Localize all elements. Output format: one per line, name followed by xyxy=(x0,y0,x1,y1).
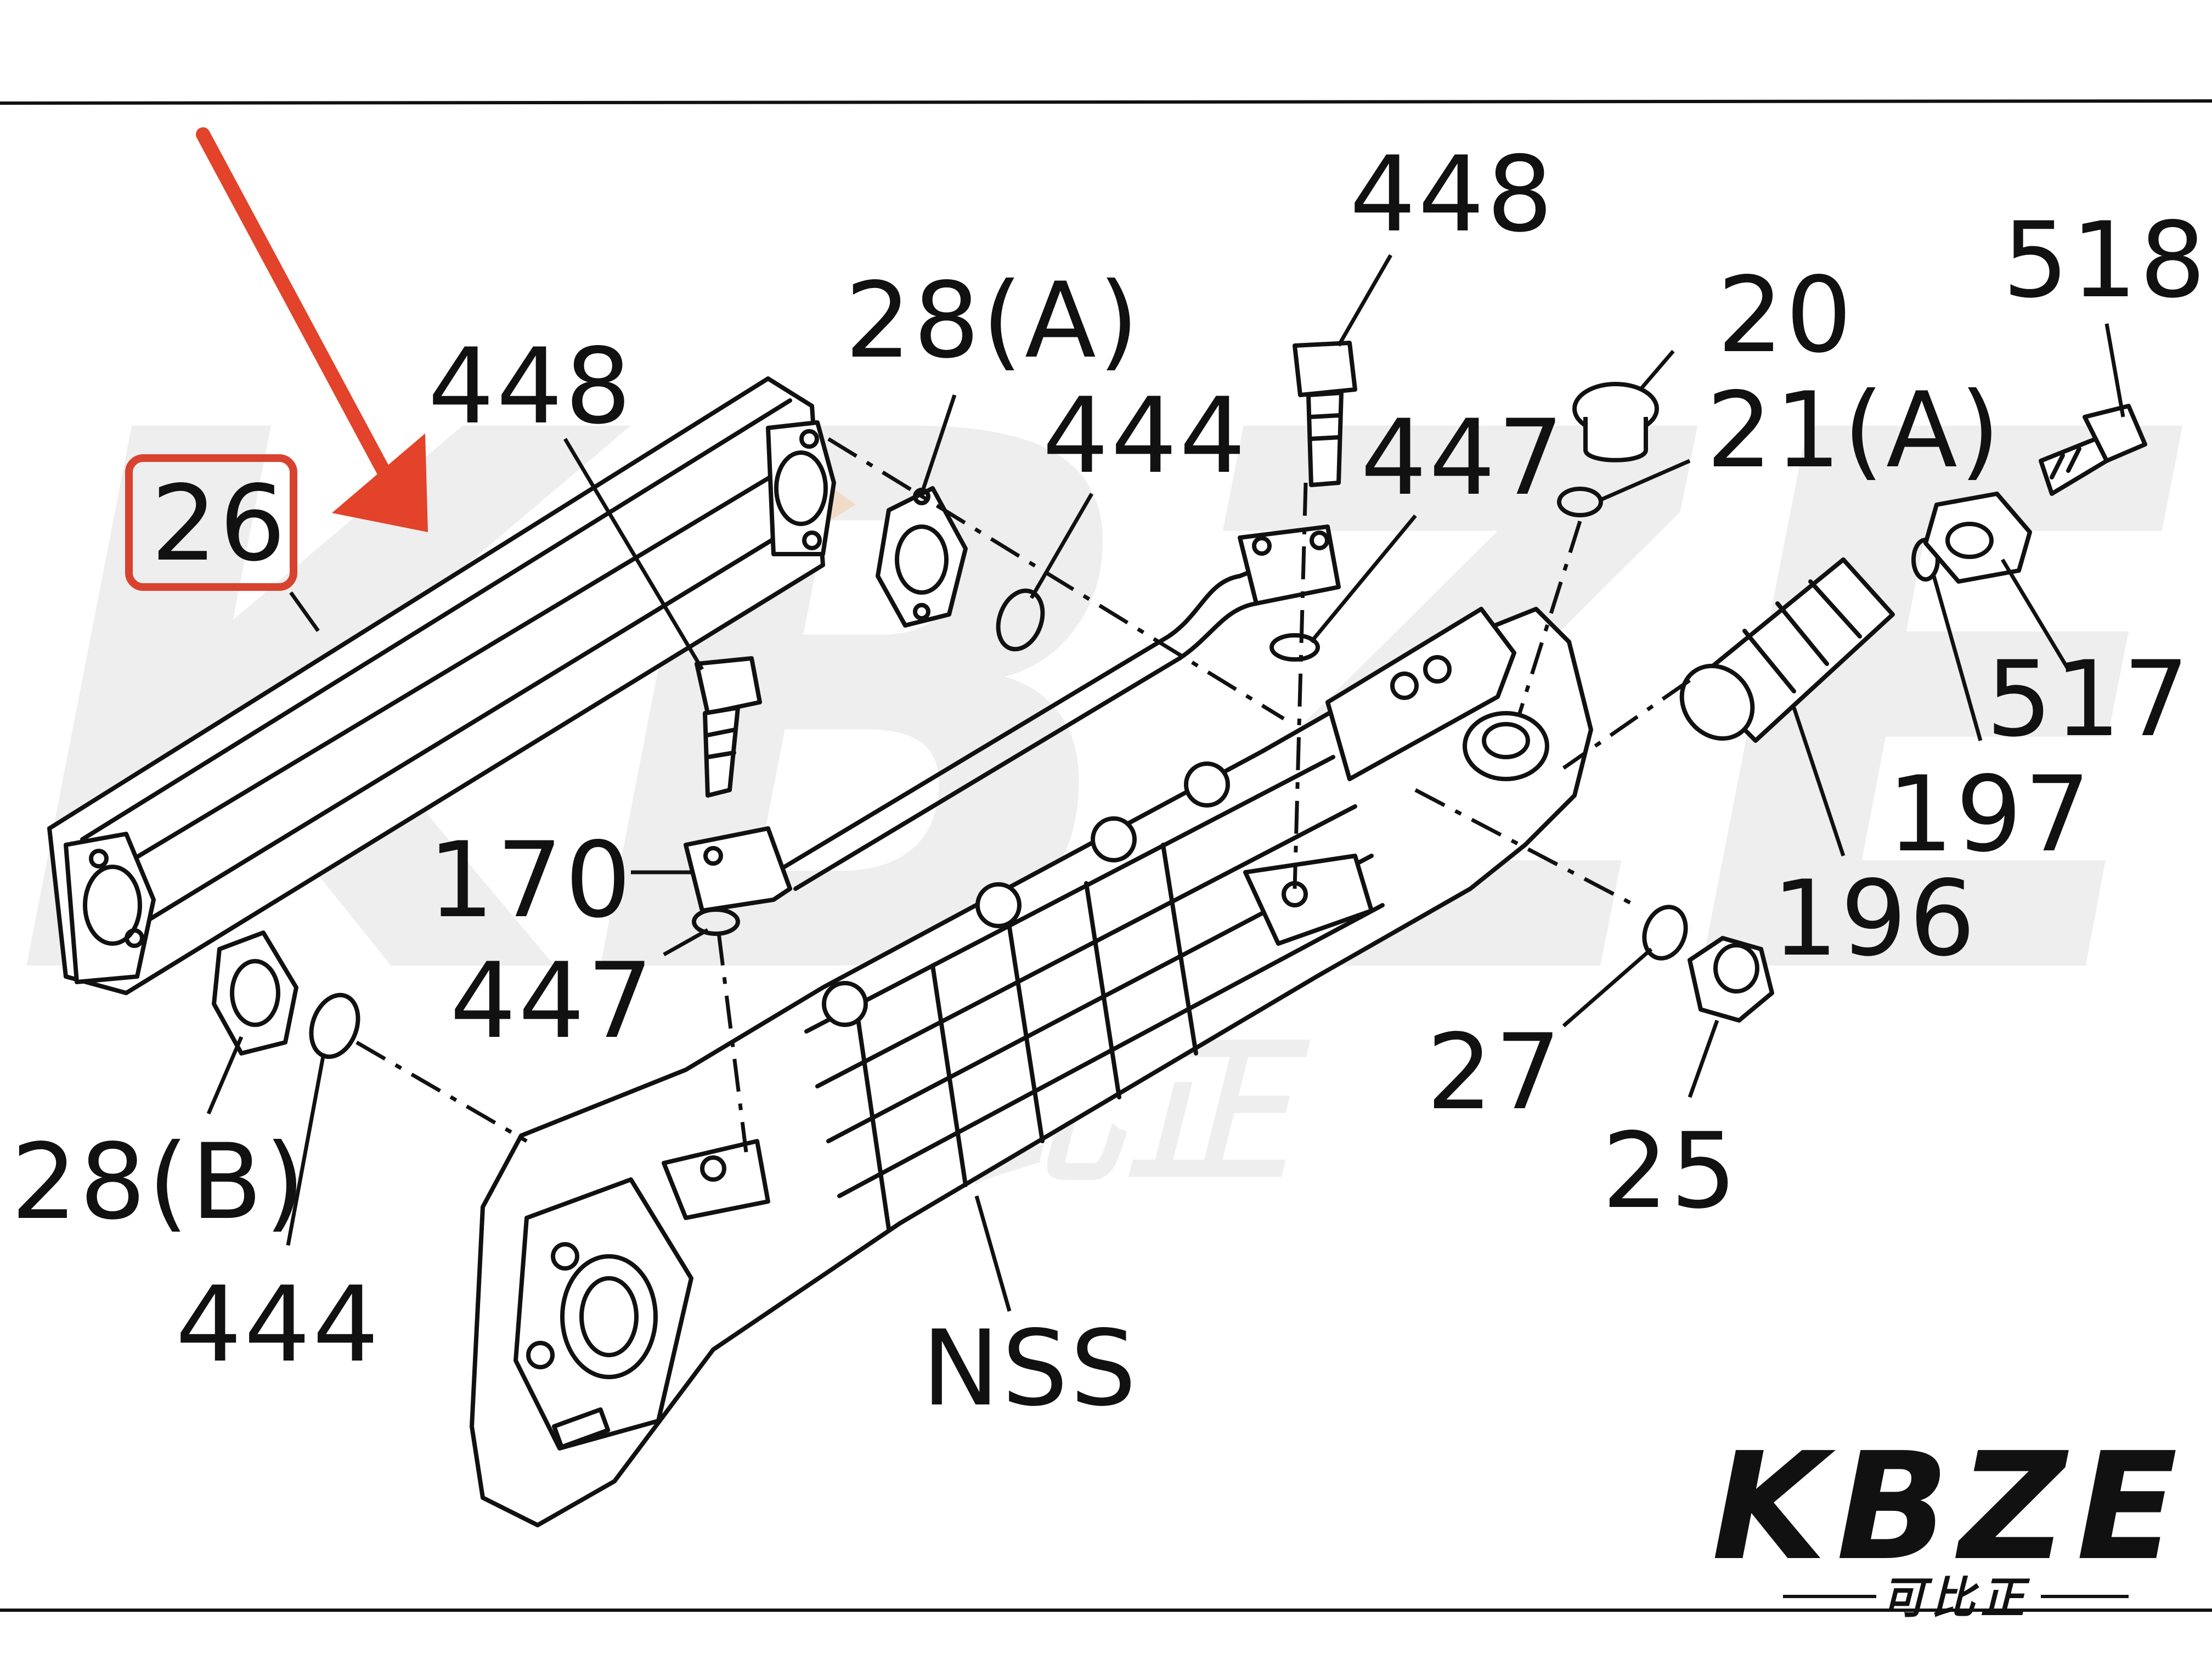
bolt-518 xyxy=(2039,404,2147,496)
leader-lines xyxy=(206,254,2125,1312)
o-ring-444-upper xyxy=(996,588,1045,652)
o-ring-21a xyxy=(1557,487,1603,517)
egr-pipe-170 xyxy=(684,524,1341,913)
washer-27 xyxy=(1642,905,1688,961)
callout-196: 196 xyxy=(1772,858,1978,979)
nut-25 xyxy=(1688,936,1774,1023)
callout-448-left: 448 xyxy=(428,326,634,447)
gasket-28a xyxy=(876,486,968,628)
callout-28b: 28(B) xyxy=(11,1121,307,1243)
top-border-line xyxy=(0,99,2212,105)
brand-logo-subtext: 可比正 xyxy=(1882,1572,2030,1623)
callout-518: 518 xyxy=(2002,200,2208,321)
callout-517: 517 xyxy=(1986,639,2192,760)
egr-cooler-pipe-26 xyxy=(47,376,836,995)
callout-26: 26 xyxy=(151,463,288,584)
valve-196 xyxy=(1679,557,1895,743)
bolt-448-left xyxy=(695,656,762,798)
assembly-centerlines xyxy=(356,437,1691,1153)
callout-197: 197 xyxy=(1887,754,2093,875)
bolt-448-center xyxy=(1293,341,1357,487)
o-ring-447-upper xyxy=(1269,633,1320,662)
callout-27: 27 xyxy=(1426,1012,1564,1133)
o-ring-447-lower xyxy=(692,907,740,936)
brand-logo: KBZE 可比正 xyxy=(1712,1420,2187,1623)
callout-labels: 26 448 448 28(A) 444 447 20 21(A) 518 51… xyxy=(11,134,2208,1429)
callout-20: 20 xyxy=(1717,255,1854,376)
gasket-28b xyxy=(212,930,298,1056)
plug-20 xyxy=(1572,382,1659,462)
callout-28a: 28(A) xyxy=(845,260,1141,381)
callout-25: 25 xyxy=(1602,1110,1739,1232)
callout-447-lower: 447 xyxy=(450,940,656,1062)
callout-nss: NSS xyxy=(922,1308,1138,1429)
callout-448-center: 448 xyxy=(1350,134,1555,255)
callout-444-lower: 444 xyxy=(176,1264,381,1385)
callout-170: 170 xyxy=(428,820,634,941)
callout-444-upper: 444 xyxy=(1042,375,1248,496)
callout-21a: 21(A) xyxy=(1706,370,2002,491)
callout-447-upper: 447 xyxy=(1361,397,1566,518)
egr-cooler-body-nss xyxy=(470,607,1593,1527)
highlight-box-26 xyxy=(125,454,297,591)
red-indicator-arrow xyxy=(196,127,428,532)
brand-logo-text: KBZE xyxy=(1712,1420,2187,1593)
